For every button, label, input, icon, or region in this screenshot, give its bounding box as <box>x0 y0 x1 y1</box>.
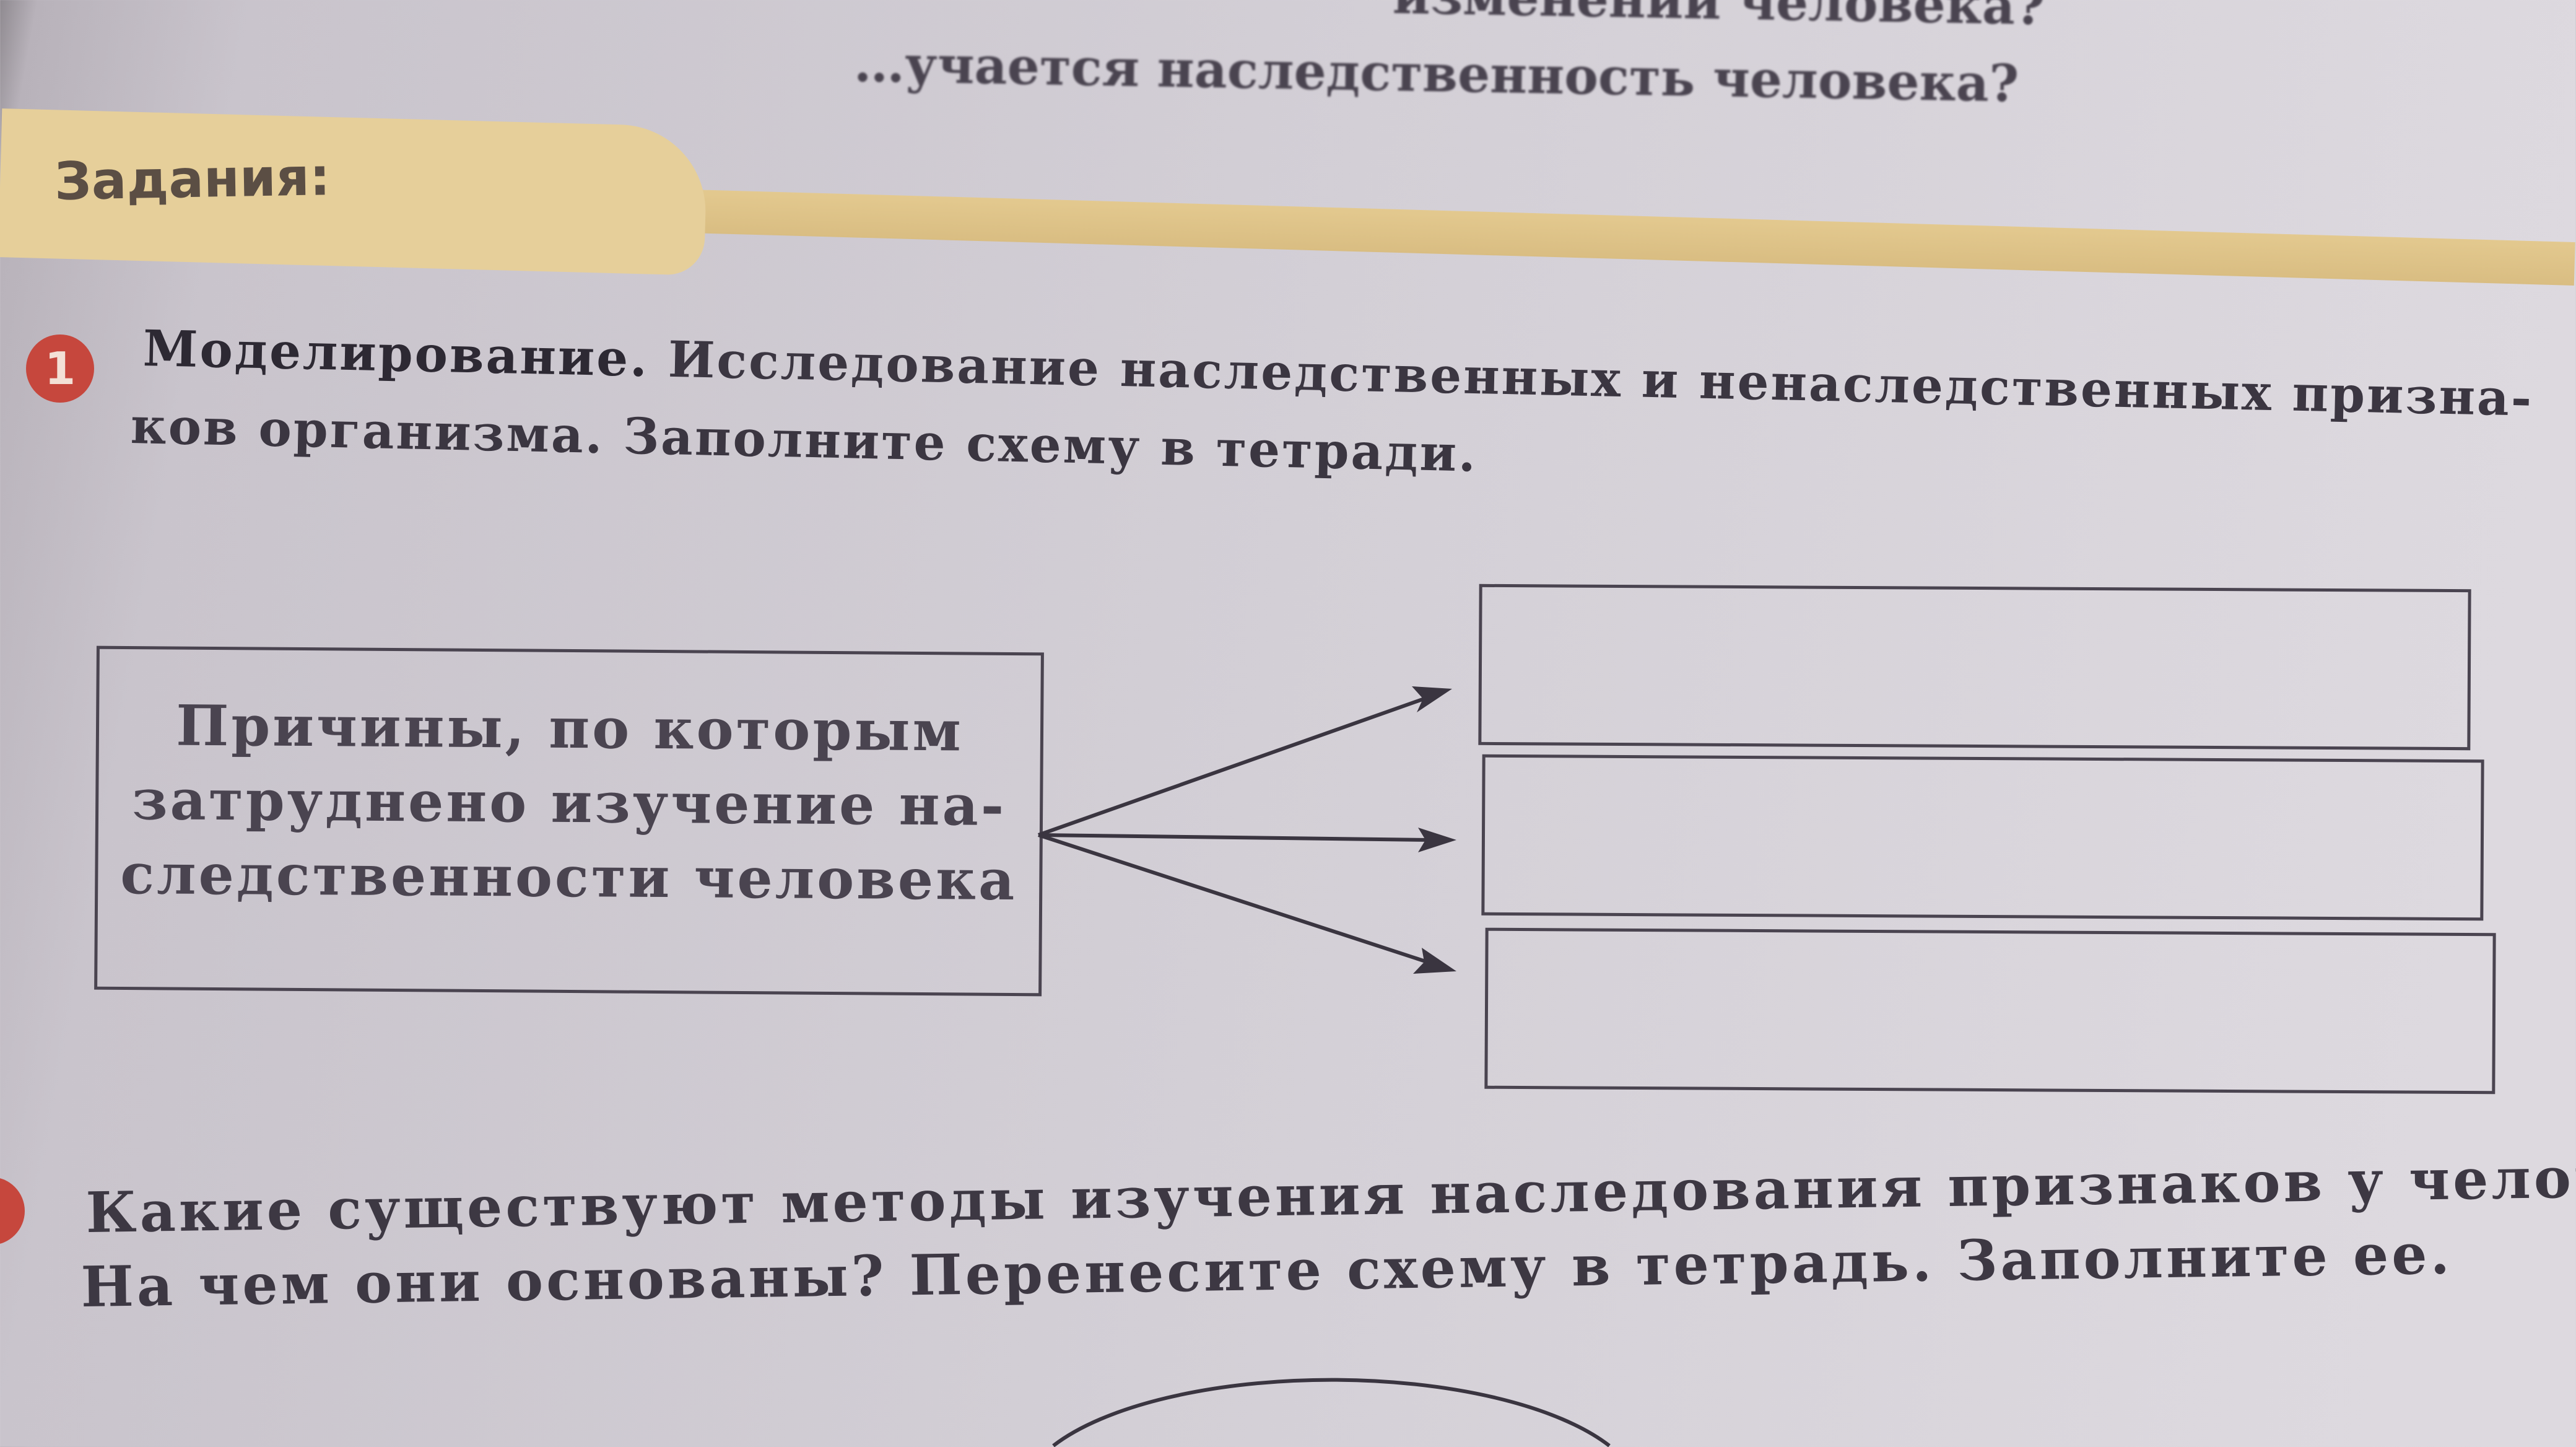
next-diagram-ellipse <box>1052 1378 1611 1447</box>
task-number-badge: 1 <box>26 334 94 403</box>
arrow-3 <box>1038 833 1428 964</box>
arrowhead-3 <box>1413 948 1456 974</box>
arrow-2 <box>1038 833 1431 842</box>
arrowhead-2 <box>1418 828 1456 852</box>
arrow-1 <box>1038 697 1425 837</box>
arrowhead-1 <box>1412 686 1452 712</box>
